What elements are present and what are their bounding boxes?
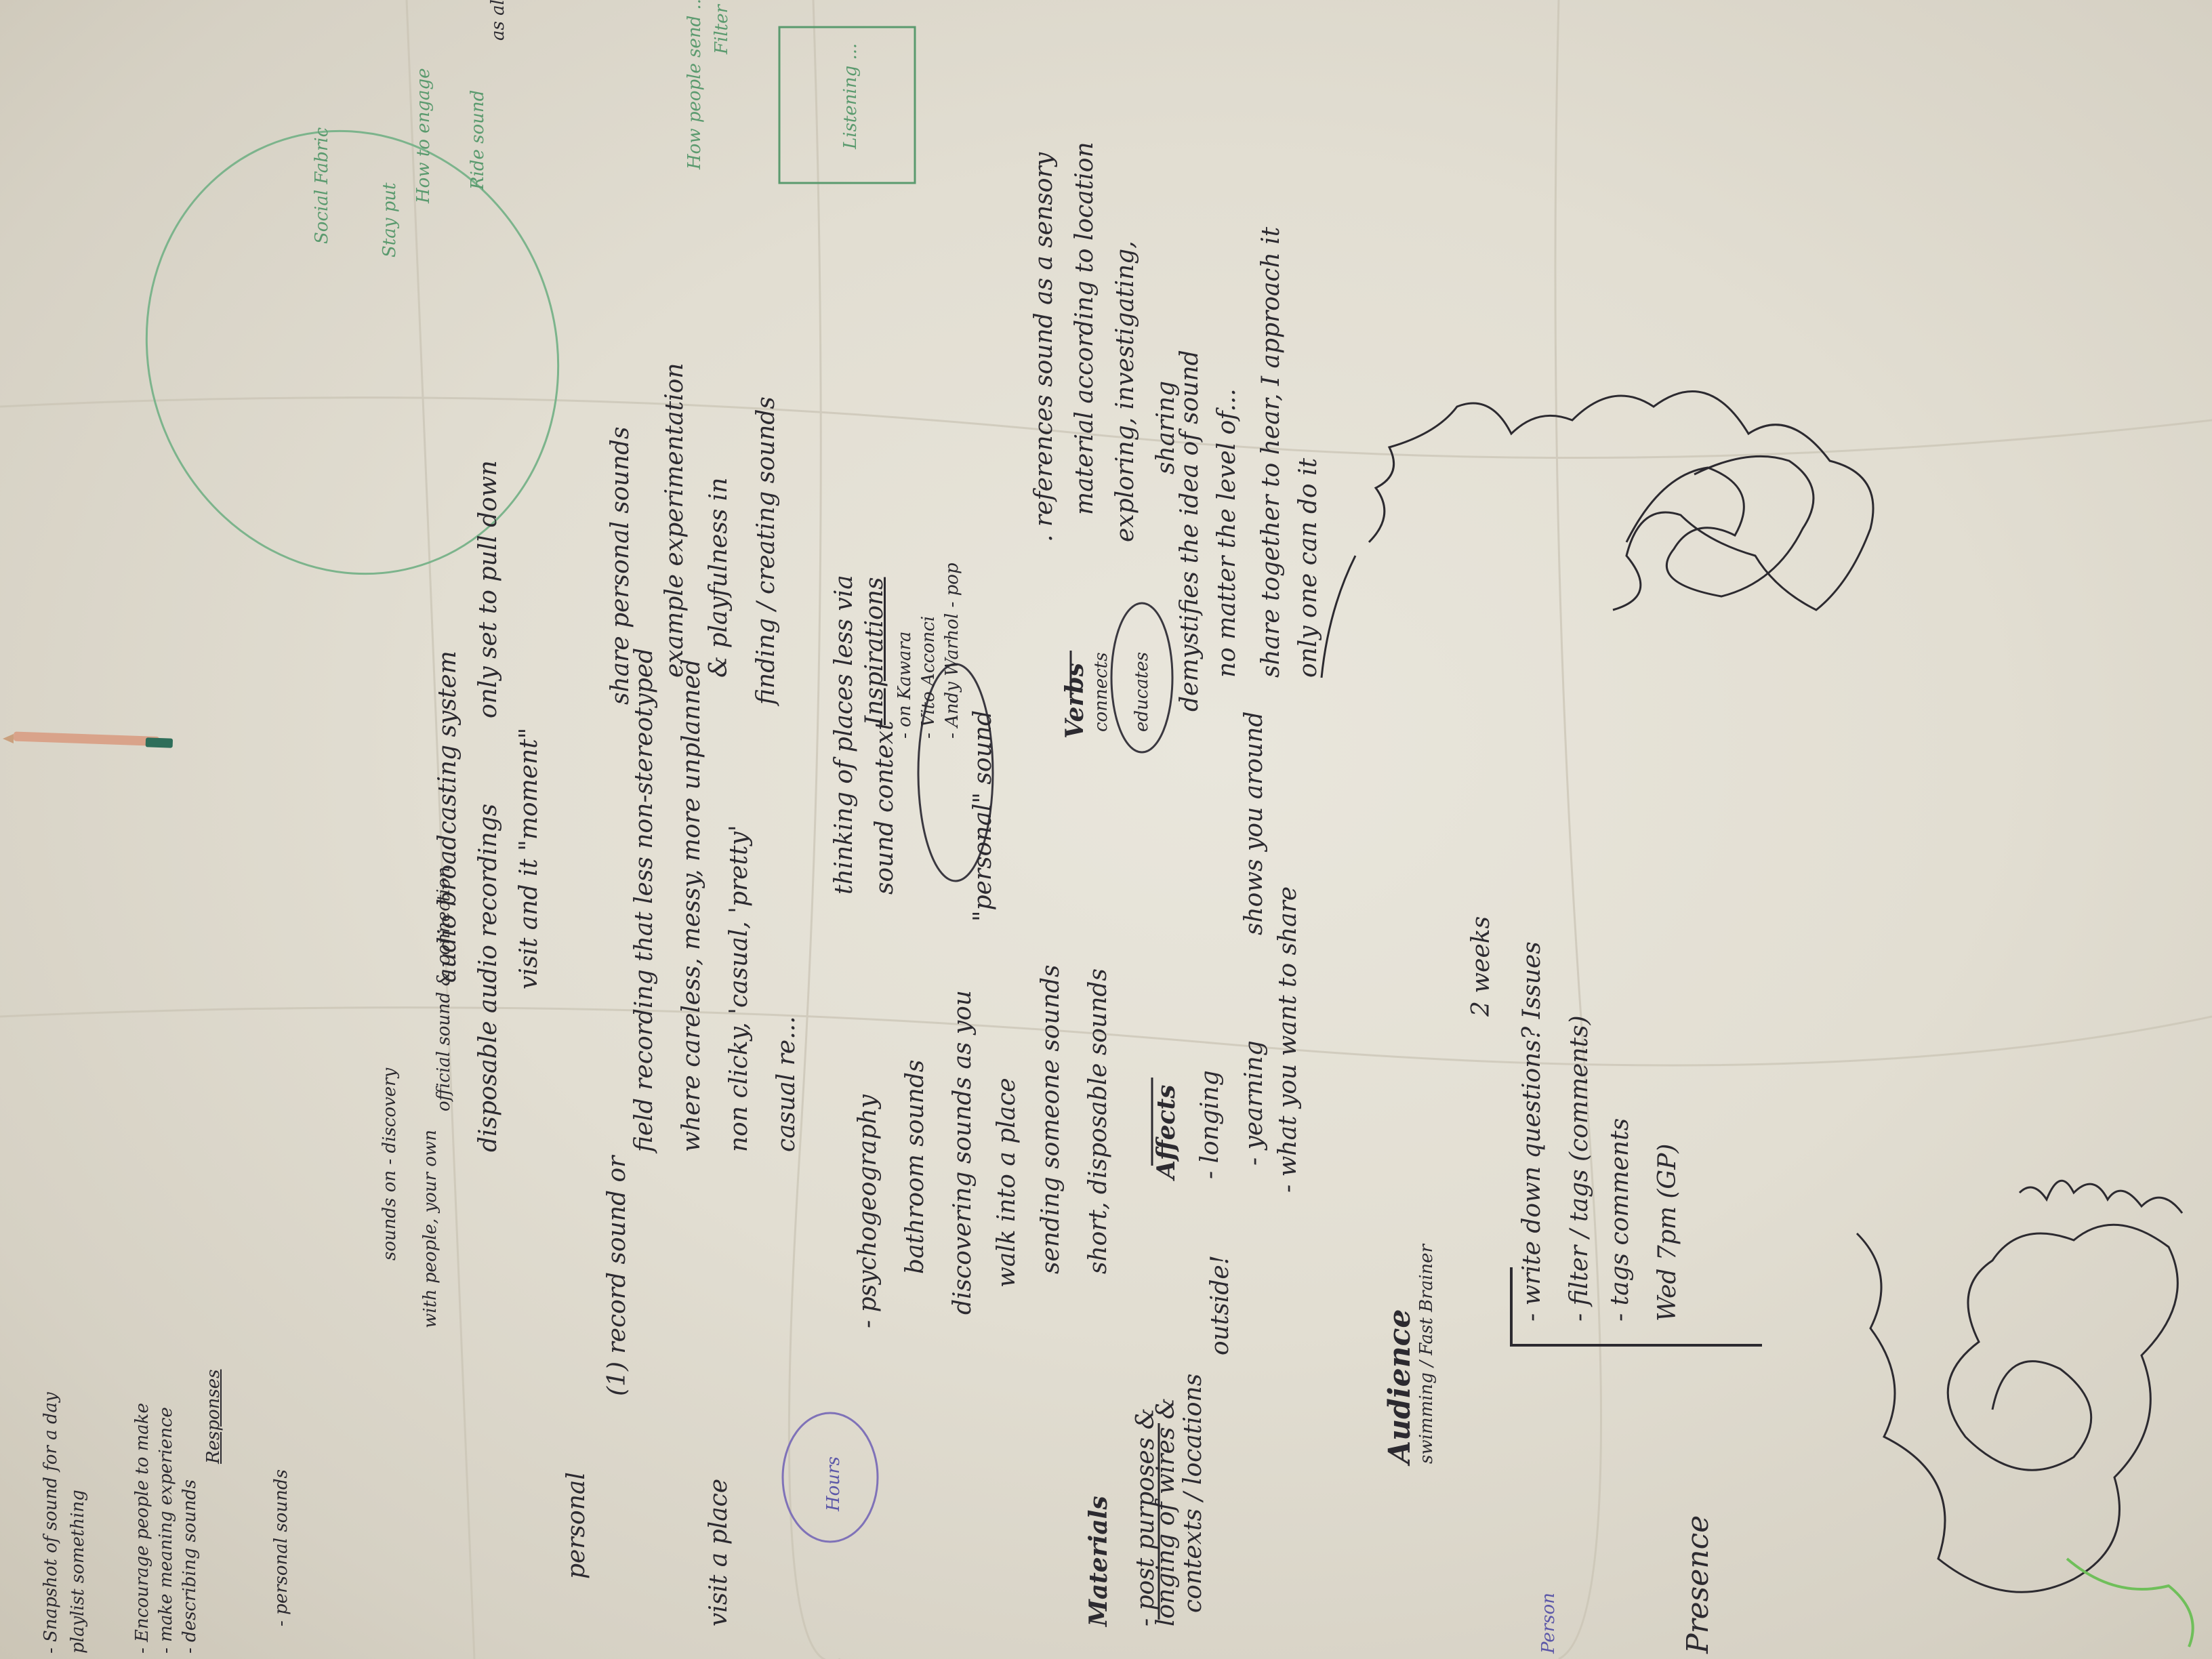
hours-circle	[781, 1412, 879, 1543]
note-audience: Audience	[1382, 1309, 1417, 1464]
note-hours: Hours	[823, 1456, 844, 1511]
scribble-bottom-edge	[2018, 1179, 2184, 1214]
note-verbs: Verbs	[1061, 663, 1089, 739]
note-only-one: only one can do it	[1294, 457, 1322, 678]
note-psychogeography: - psychogeography	[854, 1094, 882, 1328]
note-thinking-places: thinking of places less via	[830, 575, 858, 895]
note-casual-reaction: casual re...	[773, 1016, 800, 1152]
pencil	[3, 731, 173, 748]
note-visit: visit a place	[705, 1478, 733, 1626]
note-person: Person	[1538, 1593, 1559, 1654]
note-green-top-2: Filter tags	[712, 0, 732, 54]
note-tags-comments: - tags comments	[1606, 1118, 1634, 1322]
note-inspiration-2: - Vito Acconci	[918, 615, 939, 739]
note-affects: Affects	[1152, 1084, 1181, 1179]
green-loop	[145, 129, 560, 575]
note-short-disposable: short, disposable sounds	[1084, 968, 1112, 1274]
list-bracket	[1510, 1267, 1762, 1347]
note-share-together: share together to hear, I approach it	[1257, 226, 1285, 678]
educates-circle	[1110, 602, 1174, 754]
note-inspiration-3: - Andy Warhol - pop	[942, 562, 962, 739]
note-encourage: - Encourage people to make	[132, 1403, 152, 1654]
note-connects: connects	[1091, 652, 1111, 732]
note-sending-someone: sending someone sounds	[1037, 964, 1065, 1274]
note-snapshot: - Snapshot of sound for a day	[41, 1392, 61, 1654]
note-finding-creating: finding / creating sounds	[752, 396, 780, 705]
green-box	[778, 26, 916, 184]
note-write-down: - write down questions? Issues	[1518, 941, 1546, 1322]
note-demystifies: demystifies the idea of sound	[1176, 350, 1204, 712]
note-outside: outside!	[1206, 1254, 1234, 1355]
note-green-6: Listening ...	[840, 43, 861, 149]
note-longing-wires: longing of wires &	[1152, 1397, 1180, 1626]
note-responses: Responses	[203, 1369, 224, 1464]
scribble-drawing	[1320, 390, 1875, 678]
note-example-experimentation: example experimentation	[661, 363, 689, 678]
note-green-3: Social Fabric	[312, 127, 332, 244]
note-personal-sound: "personal" sound	[969, 710, 997, 922]
note-green-top-1: as album	[488, 0, 508, 41]
note-only-set: only set to pull down	[474, 460, 502, 718]
note-presence: Presence	[1681, 1515, 1715, 1654]
note-exploring: exploring, investigating,	[1111, 241, 1139, 542]
note-no-matter: no matter the level of...	[1213, 388, 1241, 678]
note-personal-sounds-list: - personal sounds	[271, 1469, 291, 1626]
note-swimming: swimming / Fast Brainer	[1416, 1244, 1437, 1464]
scribble-inner	[1625, 455, 1815, 598]
note-filter-tags: - filter / tags (comments)	[1565, 1015, 1593, 1322]
note-non-clicky: non clicky, 'casual, 'pretty'	[725, 825, 753, 1152]
note-wed: Wed 7pm (GP)	[1654, 1143, 1681, 1322]
note-discovering-sounds: discovering sounds as you	[949, 990, 977, 1315]
note-green-5: How people send ...	[684, 0, 705, 169]
note-record: (1) record sound or	[603, 1155, 631, 1396]
note-walk-into-place: walk into a place	[993, 1078, 1021, 1288]
note-yearning: - yearning	[1240, 1040, 1268, 1166]
note-official: official sound & connection	[434, 867, 454, 1111]
note-green-4: Stay put	[380, 182, 400, 258]
note-make-meaning: - make meaning experience	[156, 1407, 176, 1654]
note-disposable-audio: disposable audio recordings	[474, 803, 502, 1152]
note-with-people: with people, your own	[420, 1129, 441, 1328]
note-visit-moment: visit and it "moment"	[515, 727, 543, 989]
note-playlist: playlist something	[68, 1490, 88, 1654]
note-describe-sounds: - describing sounds	[180, 1479, 200, 1654]
note-where-careless: where careless, messy, more unplanned	[678, 659, 705, 1152]
scribble-bottom	[1856, 1223, 2179, 1593]
note-two-weeks: 2 weeks	[1467, 916, 1495, 1017]
note-contexts: contexts / locations	[1179, 1373, 1207, 1613]
note-green-2: How to engage	[413, 68, 434, 203]
note-references: . references sound as a sensory	[1030, 152, 1058, 542]
note-what-you-want: - what you want to share	[1274, 886, 1302, 1193]
note-educates: educates	[1132, 651, 1152, 732]
scribble-green	[2066, 1557, 2194, 1647]
note-material: material according to location	[1071, 142, 1099, 515]
note-sounds-on: sounds on - discovery	[380, 1067, 400, 1261]
note-personal: personal	[562, 1472, 590, 1579]
note-playfulness: & playfulness in	[705, 477, 733, 678]
personal-sound-circle	[917, 663, 994, 882]
note-sound-context: sound context	[871, 720, 899, 895]
note-bathroom-sounds: bathroom sounds	[901, 1059, 929, 1274]
note-shows-you: shows you around	[1240, 711, 1268, 935]
note-longing: - longing	[1196, 1070, 1224, 1179]
note-field-recording: field recording that less non-stereotype…	[630, 647, 658, 1152]
note-materials: Materials	[1084, 1496, 1113, 1626]
note-green-1: Ride sound	[468, 89, 488, 190]
note-inspirations: Inspirations	[861, 577, 888, 725]
